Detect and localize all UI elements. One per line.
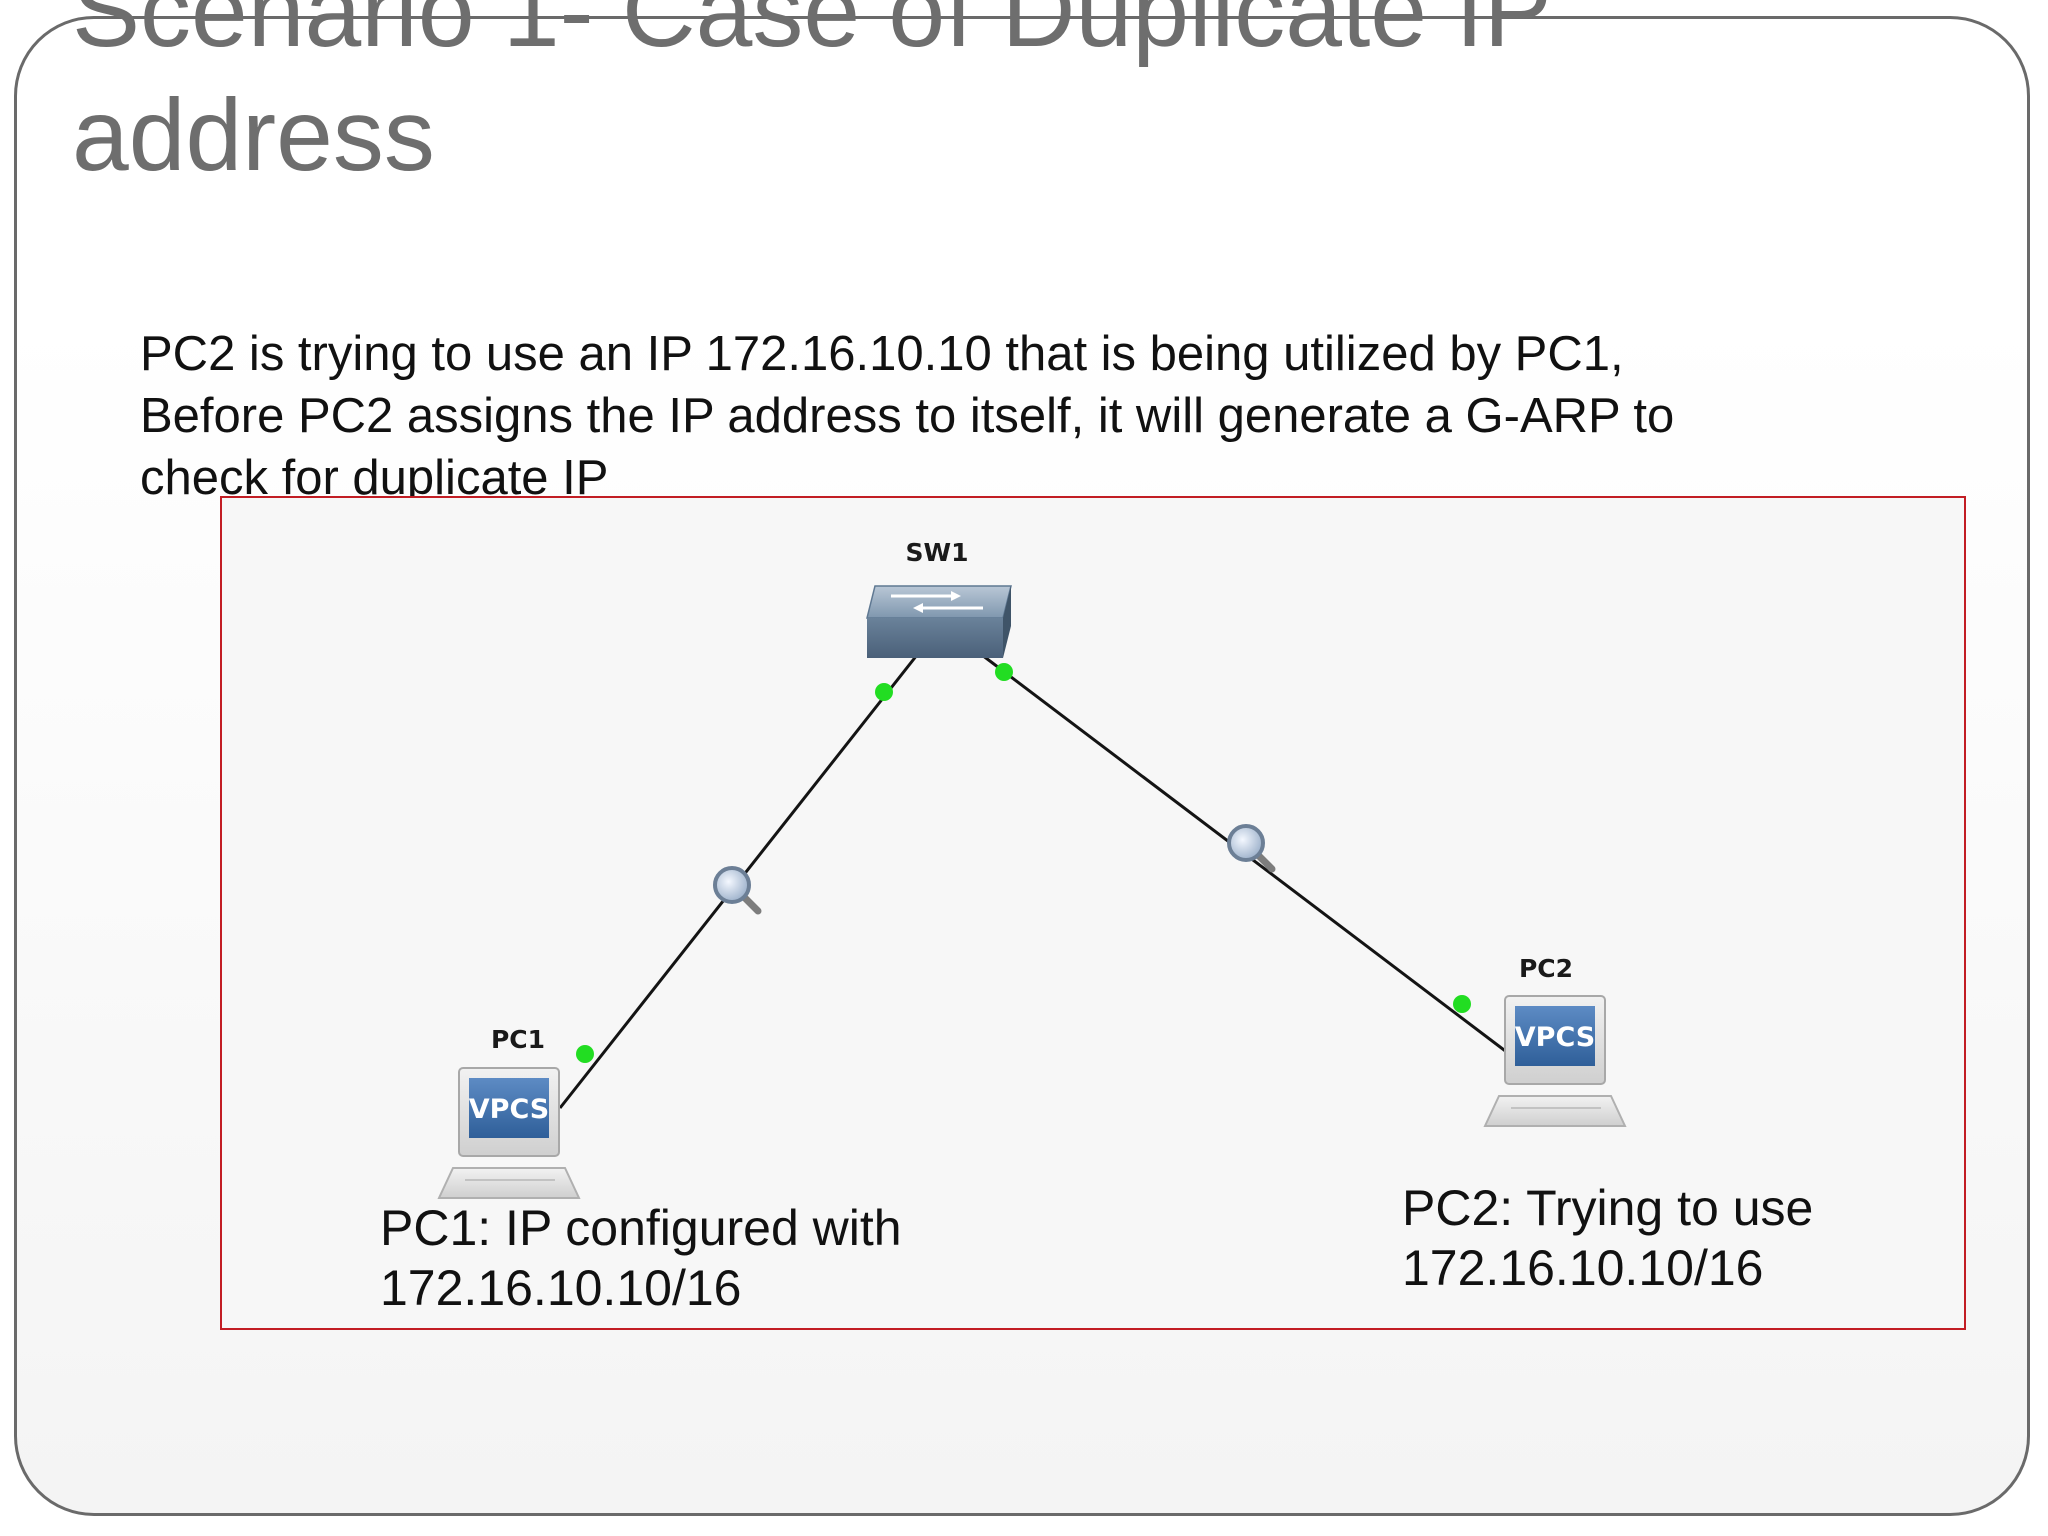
pc2-screen-text: VPCS bbox=[1515, 1022, 1595, 1053]
switch-label: SW1 bbox=[905, 538, 969, 567]
pc2-caption: PC2: Trying to use 172.16.10.10/16 bbox=[1402, 1178, 1813, 1298]
pc2-caption-line-2: 172.16.10.10/16 bbox=[1402, 1240, 1764, 1296]
pc1-caption-line-1: PC1: IP configured with bbox=[380, 1200, 902, 1256]
slide-frame: Scenario 1- Case of Duplicate IP address… bbox=[14, 0, 2030, 1516]
pc1-screen-text: VPCS bbox=[469, 1094, 549, 1125]
network-switch-icon[interactable] bbox=[866, 585, 1012, 658]
slide-description: PC2 is trying to use an IP 172.16.10.10 … bbox=[140, 323, 1940, 509]
topology-frame: VPCS VPCS SW1 PC1 PC2 PC1: IP configured… bbox=[220, 496, 1966, 1330]
pc2-caption-line-1: PC2: Trying to use bbox=[1402, 1180, 1814, 1236]
topology-diagram: VPCS VPCS bbox=[437, 585, 1627, 1199]
link-status-dot bbox=[875, 683, 893, 701]
slide-title: Scenario 1- Case of Duplicate IP address bbox=[72, 0, 1552, 192]
vpcs-computer-icon[interactable]: VPCS bbox=[1483, 995, 1627, 1127]
description-line-1: PC2 is trying to use an IP 172.16.10.10 … bbox=[140, 327, 1624, 381]
pc1-label: PC1 bbox=[490, 1025, 546, 1054]
pc1-caption: PC1: IP configured with 172.16.10.10/16 bbox=[380, 1198, 902, 1318]
magnifier-icon[interactable] bbox=[713, 866, 762, 915]
link-status-dot bbox=[995, 663, 1013, 681]
magnifier-icon[interactable] bbox=[1227, 824, 1276, 873]
link-status-dot bbox=[1453, 995, 1471, 1013]
pc1-caption-line-2: 172.16.10.10/16 bbox=[380, 1260, 742, 1316]
vpcs-computer-icon[interactable]: VPCS bbox=[437, 1067, 581, 1199]
link-status-dot bbox=[576, 1045, 594, 1063]
description-line-2: Before PC2 assigns the IP address to its… bbox=[140, 389, 1675, 443]
pc2-label: PC2 bbox=[1518, 954, 1574, 983]
